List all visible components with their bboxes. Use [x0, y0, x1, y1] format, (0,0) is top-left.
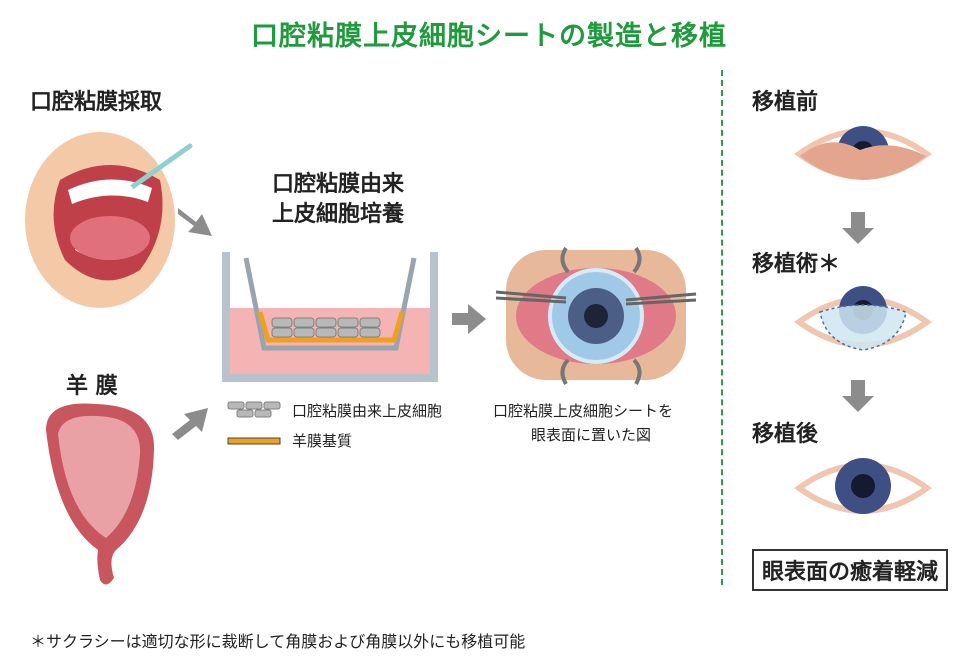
- mouth-illustration: [25, 132, 193, 308]
- legend-cells-label: 口腔粘膜由来上皮細胞: [292, 402, 443, 420]
- page-title: 口腔粘膜上皮細胞シートの製造と移植: [251, 21, 727, 52]
- arrow-right-icon: [178, 208, 212, 236]
- eye-after-illustration: [794, 458, 932, 514]
- legend-membrane-label: 羊膜基質: [292, 432, 353, 450]
- during-label: 移植術＊: [752, 252, 841, 277]
- surgery-caption-line1: 口腔粘膜上皮細胞シートを: [493, 402, 674, 420]
- surgery-caption-line2: 眼表面に置いた図: [531, 426, 652, 444]
- culture-label-line2: 上皮細胞培養: [272, 202, 405, 227]
- surgery-eye-illustration: [495, 246, 697, 385]
- footnote: ＊サクラシーは適切な形に裁断して角膜および角膜以外にも移植可能: [30, 632, 526, 651]
- amnion-label: 羊 膜: [66, 374, 118, 399]
- culture-dish-illustration: [222, 252, 438, 382]
- cells-legend-icon: [227, 401, 281, 418]
- section-divider: [721, 70, 723, 585]
- before-label: 移植前: [752, 90, 819, 115]
- amnion-illustration: [46, 403, 155, 585]
- oral-sampling-label: 口腔粘膜採取: [30, 90, 163, 115]
- culture-label-line1: 口腔粘膜由来: [272, 172, 405, 197]
- membrane-legend-icon: [227, 437, 281, 445]
- arrow-down-icon: [842, 380, 874, 412]
- result-box: 眼表面の癒着軽減: [752, 549, 949, 591]
- eye-during-illustration: [794, 286, 932, 351]
- arrow-down-icon: [842, 212, 874, 244]
- arrow-right-icon: [172, 408, 208, 440]
- after-label: 移植後: [752, 422, 819, 447]
- eye-before-illustration: [794, 126, 932, 180]
- arrow-right-icon: [452, 304, 486, 334]
